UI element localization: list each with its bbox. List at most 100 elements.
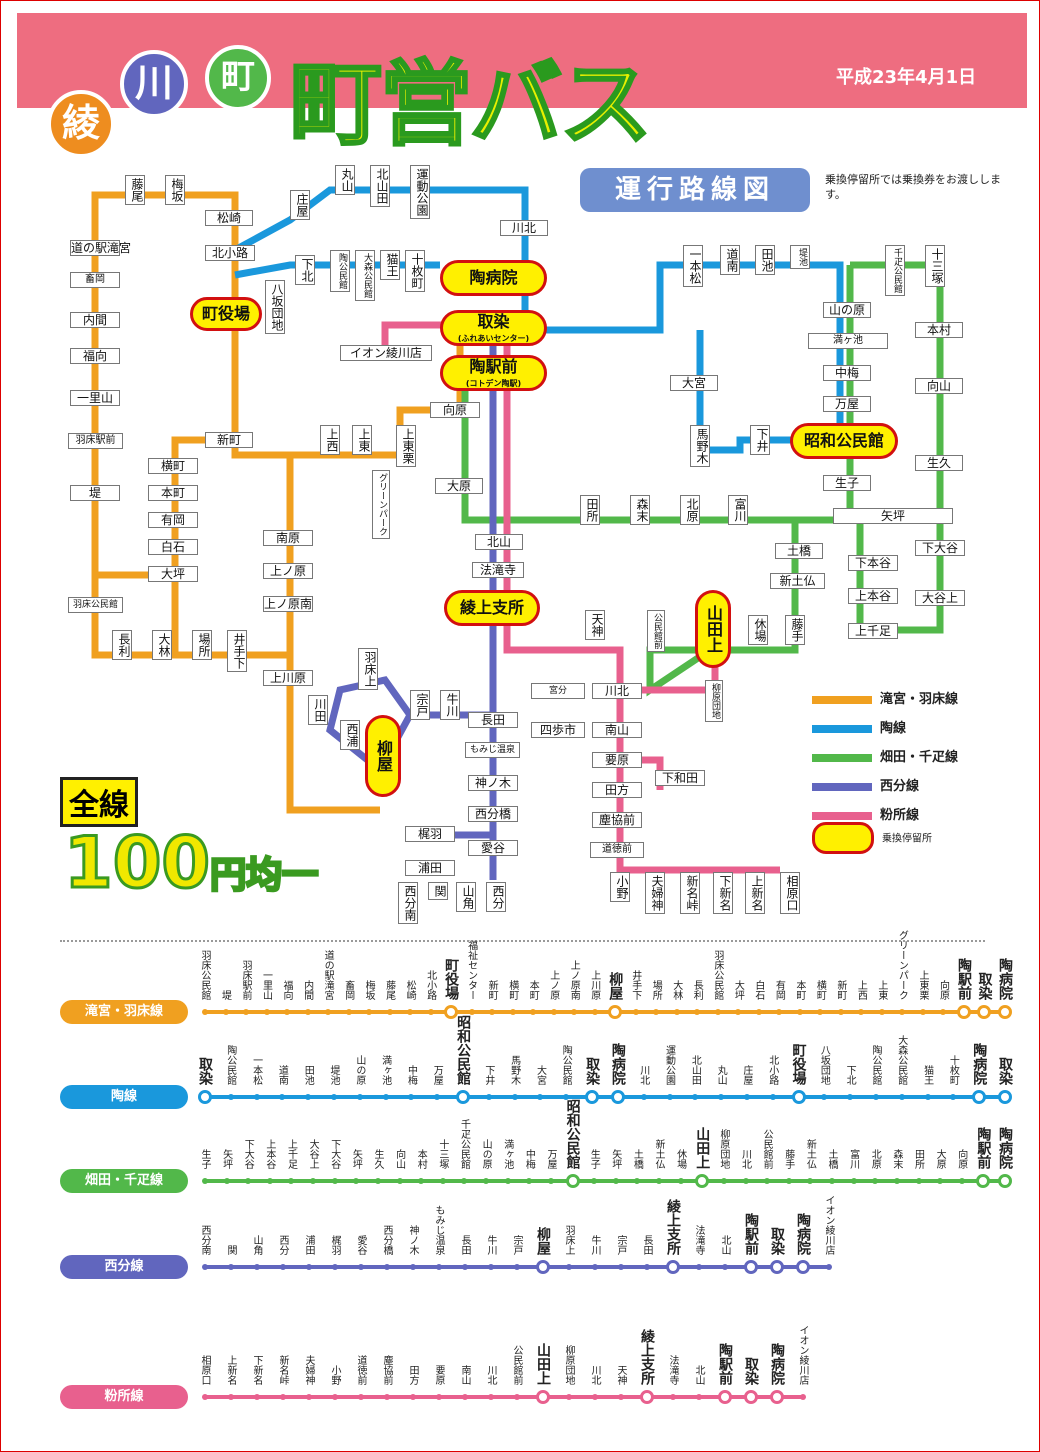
stop-dot xyxy=(894,1178,900,1184)
stop-dot xyxy=(267,1178,273,1184)
station: 道南 xyxy=(720,245,740,275)
line-label: 粉所線 xyxy=(60,1385,188,1409)
stop-dot xyxy=(998,1005,1012,1019)
stop-dot xyxy=(462,1394,468,1400)
transfer-stop: 柳屋 xyxy=(365,715,401,797)
line-label: 滝宮・羽床線 xyxy=(60,1000,188,1024)
stop-dot xyxy=(756,1009,762,1015)
stop-dot xyxy=(254,1094,260,1100)
station: 下大谷 xyxy=(915,540,965,556)
station: 天神 xyxy=(585,610,605,640)
station: 上ノ原 xyxy=(263,563,313,579)
stop-name: 長田 xyxy=(459,1235,470,1255)
stop-name: もみじ温泉 xyxy=(433,1205,444,1255)
stop-dot xyxy=(592,1394,598,1400)
stop-name: 陶駅前 xyxy=(975,1127,990,1169)
stop-name: 上ノ原南 xyxy=(568,960,579,1000)
fare-unit: 円均一 xyxy=(210,855,318,896)
stop-name: 本町 xyxy=(527,980,538,1000)
stop-name: 陶公民館 xyxy=(870,1045,881,1085)
legend-label: 粉所線 xyxy=(880,808,919,823)
stop-dot xyxy=(536,1260,550,1274)
station: 有岡 xyxy=(148,512,198,528)
line-label: 西分線 xyxy=(60,1255,188,1279)
station: 法滝寺 xyxy=(472,562,524,578)
stop-dot xyxy=(306,1394,312,1400)
stop-name: 土橋 xyxy=(826,1149,837,1169)
stop-dot xyxy=(678,1178,684,1184)
station: 内間 xyxy=(70,312,120,328)
stop-name: 陶駅前 xyxy=(743,1213,758,1255)
stop-name: 牛川 xyxy=(589,1235,600,1255)
stop-dot xyxy=(899,1094,905,1100)
station: 畜岡 xyxy=(70,272,120,288)
legend-swatch xyxy=(812,696,872,704)
stop-dot xyxy=(358,1264,364,1270)
stop-dot xyxy=(770,1094,776,1100)
stop-name: 宗戸 xyxy=(615,1235,626,1255)
station: 本村 xyxy=(915,322,963,338)
legend-transfer-swatch xyxy=(812,822,874,854)
stop-dot xyxy=(566,1264,572,1270)
station: 川田 xyxy=(308,695,328,725)
stop-name: 横町 xyxy=(507,980,518,1000)
stop-name: 西分南 xyxy=(199,1225,210,1255)
stop-name: 大森公民館 xyxy=(896,1035,907,1085)
stop-dot xyxy=(792,1090,806,1104)
transfer-stop-sub: (コトデン陶駅) xyxy=(466,379,521,388)
stop-name: 藤手 xyxy=(783,1149,794,1169)
station: 松崎 xyxy=(205,210,253,226)
station: 向原 xyxy=(430,402,480,418)
stop-dot xyxy=(243,1009,249,1015)
station: 千疋公民館 xyxy=(885,245,905,296)
stop-dot xyxy=(505,1178,511,1184)
station: 土橋 xyxy=(775,543,823,559)
stop-name: 中梅 xyxy=(523,1149,534,1169)
stop-dot xyxy=(829,1178,835,1184)
stop-name: 休場 xyxy=(675,1149,686,1169)
stop-name: 山の原 xyxy=(480,1139,491,1169)
stop-dot xyxy=(462,1264,468,1270)
stop-name: 長田 xyxy=(641,1235,652,1255)
stop-name: 満ヶ池 xyxy=(380,1055,391,1085)
stop-name: 川北 xyxy=(740,1149,751,1169)
stop-dot xyxy=(280,1394,286,1400)
station: 上西 xyxy=(320,425,340,455)
station: 新名峠 xyxy=(680,872,700,914)
transfer-stop: 陶駅前(コトデン陶駅) xyxy=(440,355,547,391)
station: 田池 xyxy=(755,245,775,275)
stop-name: 柳原団地 xyxy=(718,1129,729,1169)
stop-name: 馬野木 xyxy=(509,1055,520,1085)
stop-dot xyxy=(796,1260,810,1274)
legend-label: 西分線 xyxy=(880,779,919,794)
station: 下北 xyxy=(295,255,315,285)
stop-name: 内間 xyxy=(302,980,313,1000)
station: 場所 xyxy=(192,630,212,660)
stop-name: 新町 xyxy=(835,980,846,1000)
stop-dot xyxy=(264,1009,270,1015)
stop-name: 取染 xyxy=(743,1357,758,1385)
stop-name: 天神 xyxy=(615,1365,626,1385)
stop-name: 昭和公民館 xyxy=(565,1099,580,1169)
station: 生子 xyxy=(823,475,871,491)
stop-name: 町役場 xyxy=(791,1043,806,1085)
stop-dot xyxy=(666,1260,680,1274)
station: 井手下 xyxy=(227,630,247,672)
stop-dot xyxy=(613,1178,619,1184)
transfer-stop: 町役場 xyxy=(190,297,262,331)
station: 西分橋 xyxy=(468,806,518,822)
station: グリーンパーク xyxy=(372,470,390,539)
stop-name: 生子 xyxy=(588,1149,599,1169)
stop-dot xyxy=(721,1178,727,1184)
stop-dot xyxy=(384,1394,390,1400)
stop-dot xyxy=(551,1009,557,1015)
stop-name: 山田上 xyxy=(694,1127,709,1169)
stop-name: 新土仏 xyxy=(653,1139,664,1169)
stop-name: 畜岡 xyxy=(343,980,354,1000)
stop-dot xyxy=(696,1264,702,1270)
station: 北原 xyxy=(680,495,700,525)
stop-name: 向山 xyxy=(394,1149,405,1169)
station: 向山 xyxy=(915,378,963,394)
stop-dot xyxy=(548,1178,554,1184)
stop-name: 千疋公民館 xyxy=(458,1119,469,1169)
